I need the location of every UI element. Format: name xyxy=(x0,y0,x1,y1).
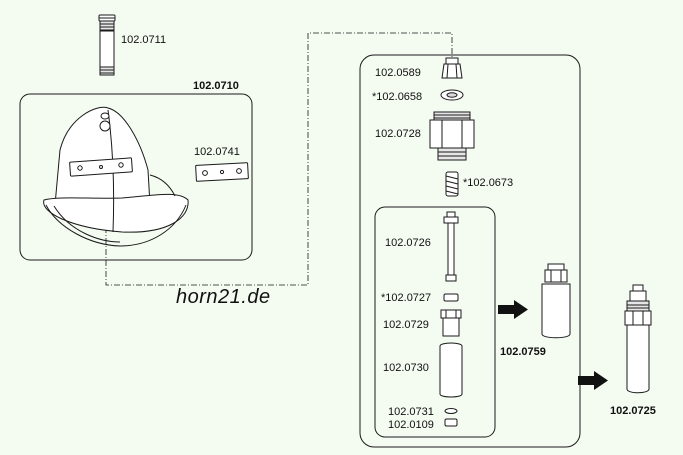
label-102-0731: 102.0731 xyxy=(388,406,434,418)
arrow-to-102-0759 xyxy=(498,300,528,319)
label-102-0728: 102.0728 xyxy=(375,128,421,140)
label-102-0673: *102.0673 xyxy=(463,177,514,189)
arrow-to-102-0725 xyxy=(578,371,608,390)
brand-watermark: horn21.de xyxy=(176,286,271,308)
label-102-0759: 102.0759 xyxy=(500,346,546,358)
part-102-0109-nut xyxy=(444,418,458,427)
part-102-0726-pin xyxy=(443,211,459,282)
label-102-0730: 102.0730 xyxy=(383,362,429,374)
label-102-0109: 102.0109 xyxy=(388,419,434,431)
label-102-0658: *102.0658 xyxy=(372,91,423,103)
label-102-0741: 102.0741 xyxy=(194,146,240,158)
part-102-0727-ring xyxy=(443,293,459,302)
part-102-0710-bowl xyxy=(43,106,189,247)
valve-assembly-frame xyxy=(359,54,581,448)
label-102-0589: 102.0589 xyxy=(375,67,421,79)
label-102-0710: 102.0710 xyxy=(193,80,239,92)
label-102-0727: *102.0727 xyxy=(381,292,432,304)
bowl-assembly-frame xyxy=(19,93,253,261)
label-102-0711: 102.0711 xyxy=(121,34,167,46)
part-102-0730-sleeve xyxy=(439,342,463,398)
label-102-0725: 102.0725 xyxy=(610,405,656,417)
part-102-0741-bracket xyxy=(195,162,249,182)
part-102-0589-cap xyxy=(441,57,463,79)
part-102-0759-insert xyxy=(541,263,571,339)
part-102-0728-fitting xyxy=(429,111,475,161)
label-102-0729: 102.0729 xyxy=(383,319,429,331)
part-102-0729-body xyxy=(440,309,462,337)
connector-line xyxy=(105,32,453,286)
part-102-0658-washer xyxy=(440,89,464,101)
part-102-0711-tube xyxy=(98,14,116,76)
valve-insert-frame xyxy=(374,206,496,438)
part-102-0725-valve xyxy=(624,284,652,394)
part-102-0731-washer xyxy=(444,408,458,414)
part-102-0673-spring xyxy=(445,171,459,197)
label-102-0726: 102.0726 xyxy=(385,237,431,249)
